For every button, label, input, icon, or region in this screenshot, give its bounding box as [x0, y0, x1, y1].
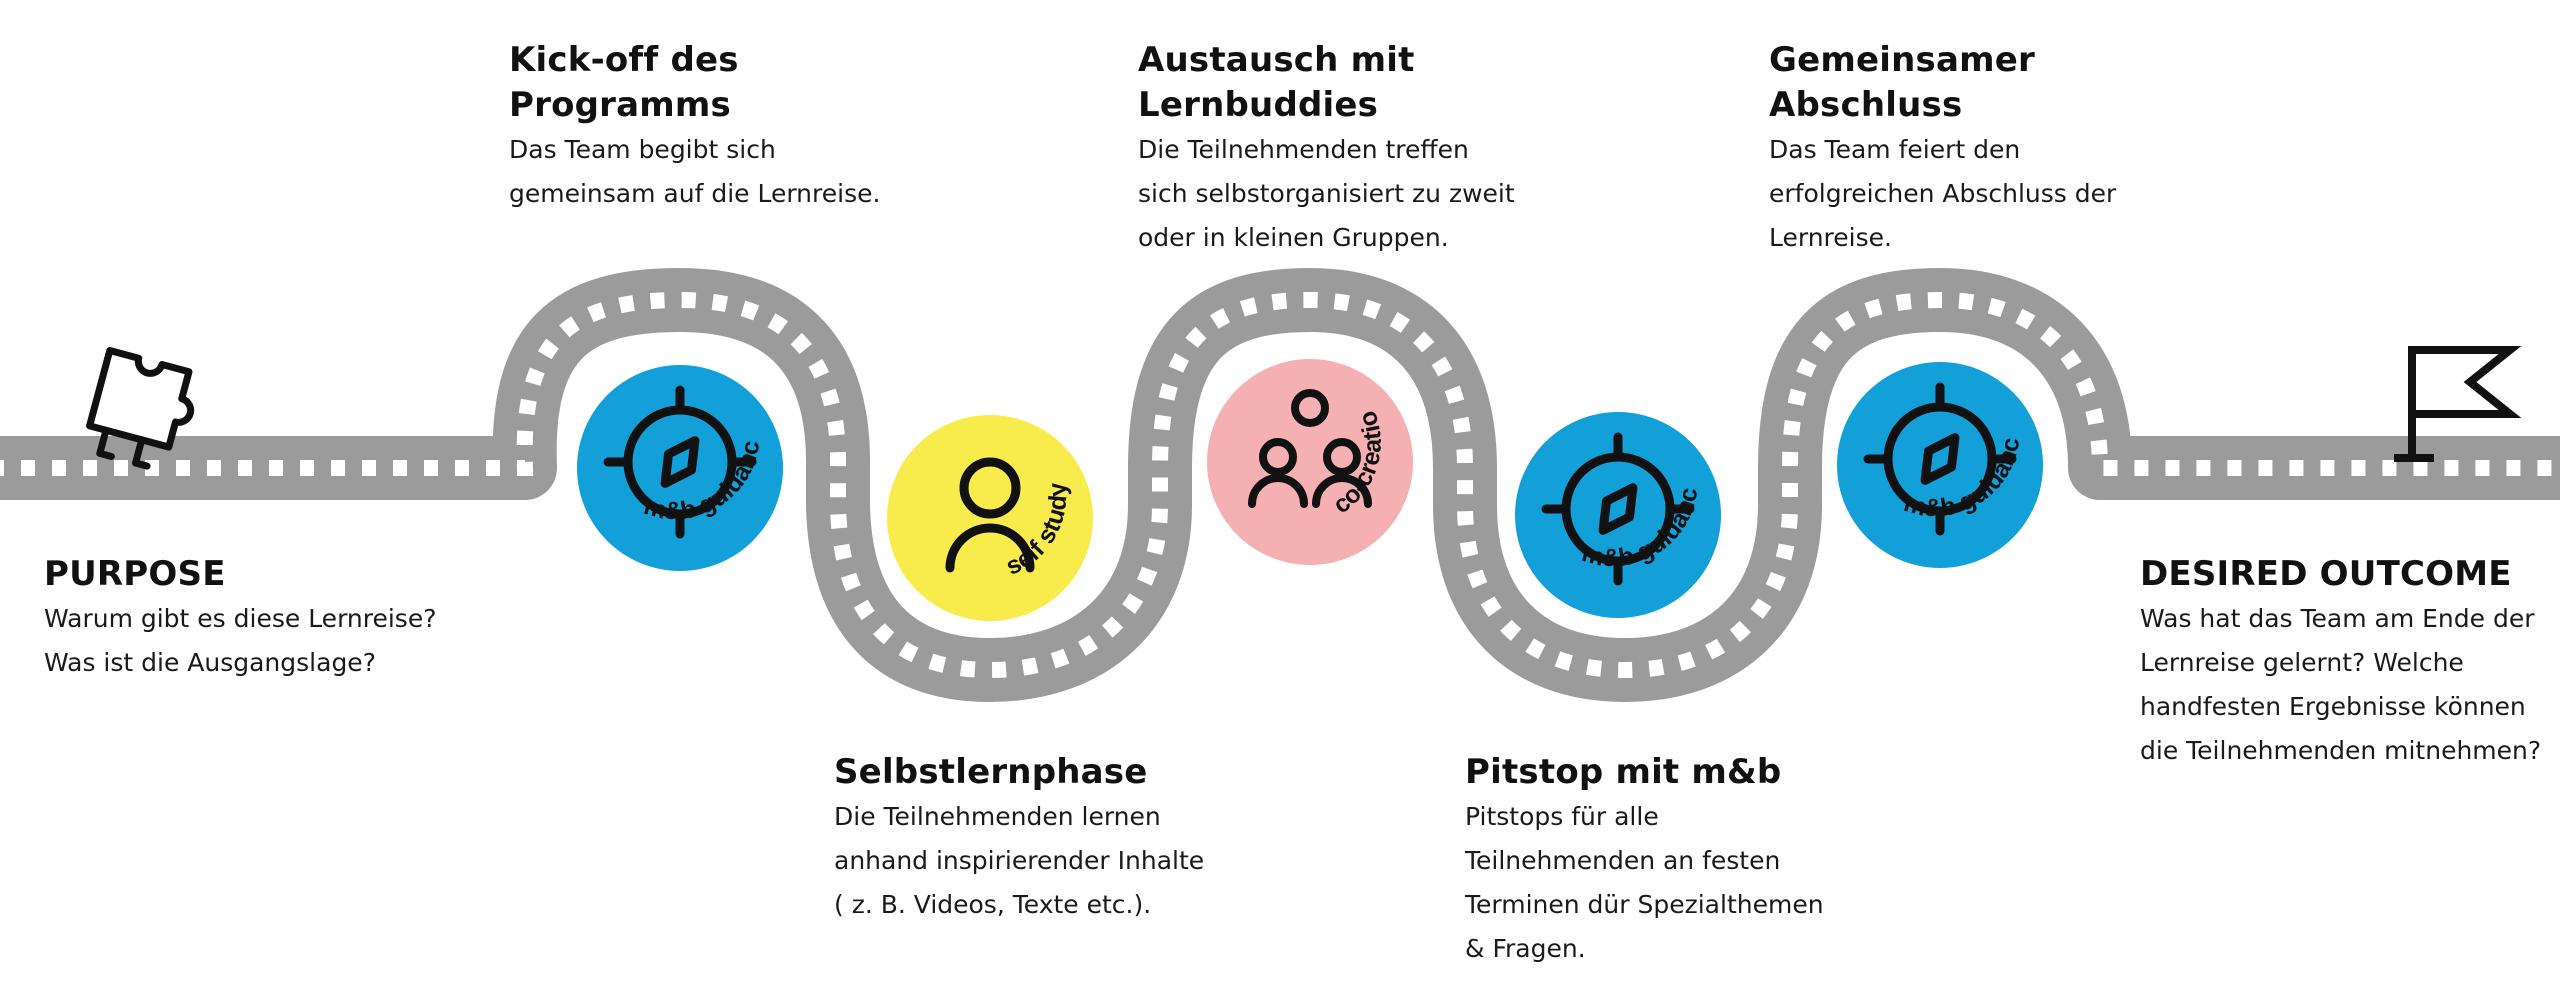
step-title: Selbstlernphase — [834, 752, 1148, 792]
flag-icon — [2394, 346, 2522, 462]
person-icon — [945, 457, 1035, 573]
step-text: oder in kleinen Gruppen. — [1138, 223, 1449, 252]
desired-outcome-line: Was hat das Team am Ende der — [2140, 604, 2535, 633]
step-text: gemeinsam auf die Lernreise. — [509, 179, 881, 208]
step-text: Pitstops für alle — [1465, 802, 1659, 831]
step-text: Lernreise. — [1769, 223, 1892, 252]
step-text: Teilnehmenden an festen — [1465, 846, 1781, 875]
purpose-title: PURPOSE — [44, 554, 226, 594]
step-title: Austausch mit — [1138, 40, 1415, 80]
step-text: erfolgreichen Abschluss der — [1769, 179, 2117, 208]
desired-outcome-block: DESIRED OUTCOME Was hat das Team am Ende… — [2140, 552, 2550, 773]
step-austausch-block: Austausch mit Lernbuddies Die Teilnehmen… — [1138, 38, 1558, 260]
step-pitstop-block: Pitstop mit m&b Pitstops für alle Teilne… — [1465, 750, 1885, 971]
step-text: Die Teilnehmenden lernen — [834, 802, 1161, 831]
stop-abschluss: m&b guidance — [1837, 362, 2043, 568]
step-text: ( z. B. Videos, Texte etc.). — [834, 890, 1152, 919]
compass-icon — [603, 385, 757, 539]
stop-austausch: co-creation — [1207, 359, 1421, 565]
step-text: Terminen dür Spezialthemen — [1465, 890, 1824, 919]
desired-outcome-line: handfesten Ergebnisse können — [2140, 692, 2526, 721]
step-text: sich selbstorganisiert zu zweit — [1138, 179, 1515, 208]
stop-selbstlernphase: self study — [887, 415, 1096, 621]
guidance-circle — [1837, 362, 2043, 568]
step-kickoff-block: Kick-off des Programms Das Team begibt s… — [509, 38, 929, 216]
puzzle-piece-icon — [86, 346, 195, 470]
purpose-line: Warum gibt es diese Lernreise? — [44, 604, 437, 633]
step-title: Abschluss — [1769, 85, 1963, 125]
step-title: Lernbuddies — [1138, 85, 1379, 125]
desired-outcome-line: Lernreise gelernt? Welche — [2140, 648, 2464, 677]
desired-outcome-line: die Teilnehmenden mitnehmen? — [2140, 736, 2542, 765]
step-title: Pitstop mit m&b — [1465, 752, 1782, 792]
step-title: Gemeinsamer — [1769, 40, 2035, 80]
purpose-block: PURPOSE Warum gibt es diese Lernreise? W… — [44, 552, 464, 685]
compass-icon — [1541, 432, 1695, 586]
guidance-circle — [1515, 412, 1721, 618]
step-title: Programms — [509, 85, 731, 125]
stop-kickoff: m&b guidance — [577, 365, 783, 571]
group-icon — [1248, 389, 1372, 508]
step-selbstlernphase-block: Selbstlernphase Die Teilnehmenden lernen… — [834, 750, 1254, 927]
purpose-line: Was ist die Ausgangslage? — [44, 648, 376, 677]
step-abschluss-block: Gemeinsamer Abschluss Das Team feiert de… — [1769, 38, 2189, 260]
compass-icon — [1863, 382, 2017, 536]
step-text: Das Team feiert den — [1769, 135, 2021, 164]
stop-pitstop: m&b guidance — [1515, 412, 1721, 618]
step-text: & Fragen. — [1465, 934, 1586, 963]
step-title: Kick-off des — [509, 40, 739, 80]
desired-outcome-title: DESIRED OUTCOME — [2140, 554, 2512, 594]
step-text: Die Teilnehmenden treffen — [1138, 135, 1469, 164]
step-text: anhand inspirierender Inhalte — [834, 846, 1205, 875]
step-text: Das Team begibt sich — [509, 135, 776, 164]
guidance-circle — [577, 365, 783, 571]
co-creation-circle — [1207, 359, 1413, 565]
